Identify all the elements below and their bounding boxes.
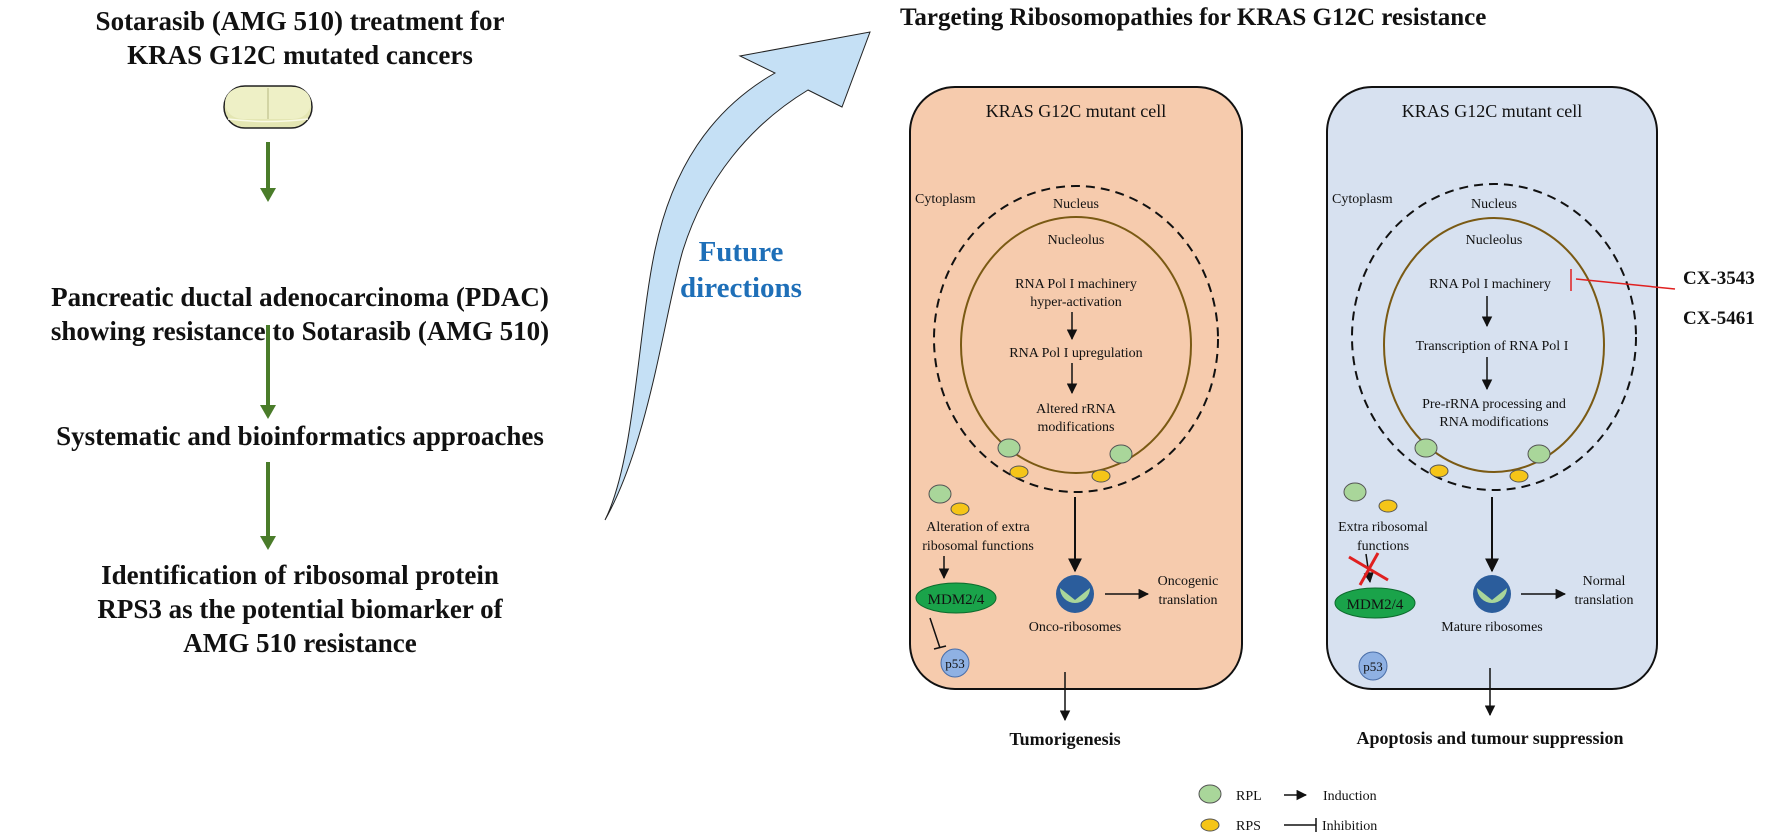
left-cell: KRAS G12C mutant cell Cytoplasm Nucleus … — [909, 86, 1243, 749]
step-resistance-line-2: showing resistance to Sotarasib (AMG 510… — [50, 316, 550, 346]
right-nucleus-envelope — [1351, 183, 1637, 491]
left-ribosome-label: Onco-ribosomes — [1029, 620, 1122, 635]
legend-rps-swatch — [1200, 818, 1220, 832]
arrow-2 — [260, 325, 276, 419]
left-translation-line-2: translation — [1158, 593, 1217, 608]
step-resistance: Pancreatic ductal adenocarcinoma (PDAC) … — [0, 280, 600, 348]
left-mdm-label: MDM2/4 — [928, 592, 985, 608]
right-cell: KRAS G12C mutant cell Cytoplasm Nucleus … — [1326, 86, 1755, 748]
legend-induction-label: Induction — [1323, 789, 1377, 804]
future-line-2: directions — [680, 272, 802, 304]
left-nucleus-label: Nucleus — [1053, 197, 1099, 212]
step-approaches: Systematic and bioinformatics approaches — [0, 419, 600, 453]
step-identification-line-1: Identification of ribosomal protein — [101, 560, 499, 590]
left-step-2: RNA Pol I upregulation — [1009, 346, 1142, 361]
legend-inhibition-label: Inhibition — [1322, 819, 1377, 834]
step-resistance-line-1: Pancreatic ductal adenocarcinoma (PDAC) — [51, 282, 549, 312]
green-flow-arrows — [260, 142, 276, 550]
arrow-1 — [260, 142, 276, 202]
right-nucleolus — [1383, 217, 1605, 473]
future-directions-label: Future directions — [666, 234, 816, 306]
right-step-3-line-1: Pre-rRNA processing and — [1422, 397, 1566, 412]
legend-rpl-label: RPL — [1236, 789, 1262, 804]
right-cell-title: KRAS G12C mutant cell — [1402, 101, 1583, 121]
left-extra-line-2: ribosomal functions — [922, 539, 1034, 554]
left-nucleolus-label: Nucleolus — [1048, 233, 1105, 248]
left-rpl-nucleolus-1 — [997, 438, 1021, 458]
step-identification: Identification of ribosomal protein RPS3… — [0, 558, 600, 660]
left-nucleolus — [960, 216, 1192, 474]
left-outcome: Tumorigenesis — [1009, 729, 1120, 749]
inhibitor-cx3543: CX-3543 — [1683, 268, 1755, 289]
left-rpl-nucleolus-2 — [1109, 444, 1133, 464]
right-outcome: Apoptosis and tumour suppression — [1357, 728, 1624, 748]
right-rps-cytoplasm — [1378, 499, 1398, 513]
right-mdm-label: MDM2/4 — [1347, 597, 1404, 613]
left-p53-node — [940, 648, 970, 678]
left-step-1-line-2: hyper-activation — [1030, 295, 1121, 310]
right-ribosome-icon — [1473, 575, 1511, 613]
right-p53-label: p53 — [1363, 659, 1383, 674]
right-step-2: Transcription of RNA Pol I — [1416, 339, 1569, 354]
right-rpl-nucleolus-2 — [1527, 444, 1551, 464]
right-p53-node — [1358, 651, 1388, 681]
left-step-1-line-1: RNA Pol I machinery — [1015, 277, 1137, 292]
future-directions-arrow — [604, 31, 871, 521]
right-translation-line-1: Normal — [1583, 574, 1626, 589]
right-extra-line-2: functions — [1357, 539, 1409, 554]
right-step-3-line-2: RNA modifications — [1439, 415, 1548, 430]
left-step-3-line-1: Altered rRNA — [1036, 402, 1117, 417]
left-inhibit-tee — [933, 645, 947, 650]
left-step-3-line-2: modifications — [1038, 420, 1115, 435]
left-cell-title: KRAS G12C mutant cell — [986, 101, 1167, 121]
left-p53-label: p53 — [945, 656, 965, 671]
right-rps-nucleolus-2 — [1509, 469, 1529, 483]
left-ribosome-icon — [1056, 575, 1094, 613]
right-extra-line-1: Extra ribosomal — [1338, 520, 1428, 535]
left-rpl-cytoplasm — [928, 484, 952, 504]
right-nucleolus-label: Nucleolus — [1466, 233, 1523, 248]
arrow-3 — [260, 462, 276, 550]
right-step-1: RNA Pol I machinery — [1429, 277, 1551, 292]
step-identification-line-2: RPS3 as the potential biomarker of — [97, 594, 503, 624]
right-rps-nucleolus-1 — [1429, 464, 1449, 478]
right-cytoplasm-label: Cytoplasm — [1332, 192, 1393, 207]
right-nucleus-label: Nucleus — [1471, 197, 1517, 212]
right-ribosome-label: Mature ribosomes — [1441, 620, 1542, 635]
left-inhibit-line — [929, 617, 941, 649]
left-rps-nucleolus-2 — [1091, 469, 1111, 483]
right-rpl-cytoplasm — [1343, 482, 1367, 502]
blocked-cross-icon — [1348, 552, 1389, 586]
right-rpl-nucleolus-1 — [1414, 438, 1438, 458]
inhibitor-line — [1575, 278, 1676, 290]
legend-rps-label: RPS — [1236, 819, 1261, 834]
future-line-1: Future — [698, 236, 784, 268]
left-nucleus-envelope — [933, 185, 1219, 493]
right-translation-line-2: translation — [1574, 593, 1633, 608]
left-rps-nucleolus-1 — [1009, 465, 1029, 479]
right-panel-title: Targeting Ribosomopathies for KRAS G12C … — [900, 4, 1487, 31]
step-identification-line-3: AMG 510 resistance — [183, 628, 417, 658]
left-mdm-node — [915, 582, 997, 614]
left-translation-line-1: Oncogenic — [1158, 574, 1219, 589]
step-approaches-line-1: Systematic and bioinformatics approaches — [56, 421, 544, 451]
legend: RPL Induction RPS Inhibition — [1198, 784, 1377, 834]
tablet-icon — [223, 85, 313, 129]
inhibitor-cx5461: CX-5461 — [1683, 308, 1755, 329]
left-rps-cytoplasm — [950, 502, 970, 516]
step-treatment-line-2: KRAS G12C mutated cancers — [127, 40, 473, 70]
left-cytoplasm-label: Cytoplasm — [915, 192, 976, 207]
step-treatment-line-1: Sotarasib (AMG 510) treatment for — [95, 6, 505, 36]
legend-rpl-swatch — [1198, 784, 1222, 804]
right-mdm-node — [1334, 587, 1416, 619]
left-extra-line-1: Alteration of extra — [926, 520, 1030, 535]
step-treatment: Sotarasib (AMG 510) treatment for KRAS G… — [0, 4, 600, 72]
